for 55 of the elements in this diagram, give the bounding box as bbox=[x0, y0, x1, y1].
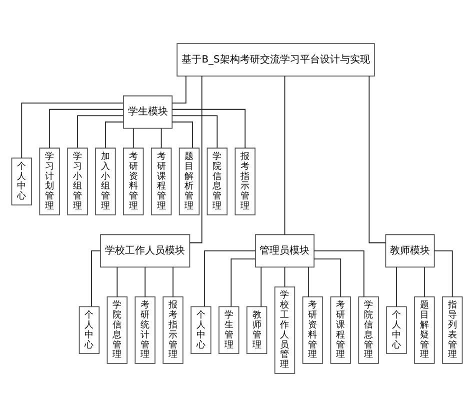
node-box: 个人中心 bbox=[190, 306, 212, 354]
node-box: 学院信息管理 bbox=[358, 296, 379, 364]
connector bbox=[49, 108, 124, 148]
connector bbox=[144, 266, 146, 298]
node-box: 教师管理 bbox=[246, 306, 268, 354]
connector bbox=[160, 128, 162, 148]
connector bbox=[204, 250, 256, 307]
node-box: 学校工作人员模块 bbox=[100, 234, 190, 268]
connector bbox=[396, 266, 397, 307]
node-box: 学院信息管理 bbox=[106, 296, 128, 364]
connector bbox=[230, 258, 256, 307]
connector bbox=[172, 122, 193, 148]
connector bbox=[172, 76, 186, 104]
connector bbox=[368, 76, 386, 244]
connector bbox=[116, 266, 118, 298]
node-box: 个人中心 bbox=[11, 158, 32, 206]
connector bbox=[314, 258, 342, 298]
connector bbox=[189, 76, 202, 244]
node-box: 考研统计管理 bbox=[134, 296, 156, 364]
node-box: 管理员模块 bbox=[255, 234, 314, 268]
node-box: 个人中心 bbox=[386, 306, 407, 354]
connector bbox=[77, 115, 124, 148]
node-box: 报考指示管理 bbox=[162, 296, 184, 364]
connector bbox=[434, 250, 453, 298]
node-box: 考研资料管理 bbox=[302, 296, 324, 364]
connector bbox=[91, 250, 101, 307]
node-box: 学院信息管理 bbox=[206, 148, 228, 216]
node-box: 考研课程管理 bbox=[150, 148, 172, 216]
connector bbox=[172, 108, 246, 148]
connector bbox=[284, 266, 286, 288]
node-box: 加入小组管理 bbox=[95, 148, 116, 216]
node-box: 题目解疑管理 bbox=[414, 296, 435, 364]
node-box: 个人中心 bbox=[78, 306, 100, 354]
node-box: 学习计划管理 bbox=[39, 148, 60, 216]
connector bbox=[132, 128, 134, 148]
node-box: 报考指示管理 bbox=[234, 148, 256, 216]
node-box: 指导列表管理 bbox=[442, 296, 463, 364]
node-box: 学习小组管理 bbox=[67, 148, 88, 216]
node-box: 考研资料管理 bbox=[123, 148, 144, 216]
connector bbox=[424, 266, 425, 298]
connector bbox=[308, 266, 309, 298]
node-box: 题目解析管理 bbox=[178, 148, 200, 216]
node-box: 考研课程管理 bbox=[330, 296, 351, 364]
node-box: 学生模块 bbox=[123, 95, 173, 129]
connector bbox=[260, 266, 262, 307]
node-box: 教师模块 bbox=[385, 234, 435, 268]
connector bbox=[314, 250, 364, 298]
connector bbox=[172, 115, 218, 148]
connector bbox=[21, 102, 124, 158]
connector bbox=[105, 122, 124, 148]
connector bbox=[284, 76, 286, 236]
node-box: 基于B_S架构考研交流学习平台设计与实现 bbox=[176, 43, 375, 76]
connector bbox=[172, 266, 174, 298]
node-box: 学生管理 bbox=[218, 306, 240, 354]
node-box: 学校工作人员管理 bbox=[274, 286, 296, 374]
